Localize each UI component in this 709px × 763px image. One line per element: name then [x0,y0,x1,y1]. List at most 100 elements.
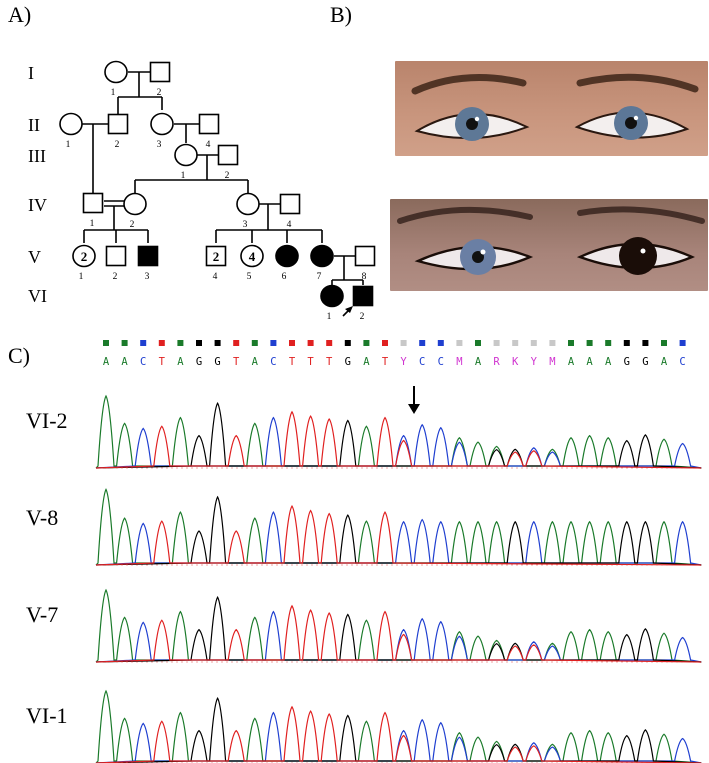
individual-number: 1 [90,219,95,229]
quality-marker [456,340,462,346]
individual-number: 2 [360,312,365,322]
mutation-arrow [408,386,420,414]
quality-marker [419,340,425,346]
base-call: Y [400,356,407,368]
quality-marker [587,340,593,346]
pedigree-individual-V-3 [139,247,158,266]
pedigree-individual-V-6 [276,246,298,267]
base-call: T [159,356,166,368]
quality-marker [159,340,165,346]
individual-number: 1 [327,312,332,322]
pedigree-individual-V-7 [311,246,333,267]
pedigree-individual-III-1 [175,145,197,166]
individual-number: 3 [157,140,162,150]
quality-marker [494,340,500,346]
quality-marker [549,340,555,346]
individual-number: 1 [181,171,186,181]
base-call: A [177,356,184,368]
individual-number: 2 [157,88,162,98]
trace-G [96,698,701,763]
pedigree-individual-IV-4 [281,195,300,214]
base-call: R [493,356,500,368]
base-call: A [605,356,612,368]
pedigree-individual-II-1 [60,114,82,135]
individual-number: 2 [115,140,120,150]
quality-marker [196,340,202,346]
generation-label: II [28,115,40,135]
quality-marker [363,340,369,346]
quality-marker [642,340,648,346]
trace-label: VI-2 [26,408,68,433]
quality-marker [233,340,239,346]
generation-label: I [28,63,34,83]
individual-number: 7 [317,272,322,282]
sequence-header: AACTAGGTACTTTGATYCCMARKYMAAAGGAC [103,340,686,368]
sibship-count: 4 [249,249,256,264]
sibship-count: 2 [81,249,88,264]
base-call: A [103,356,110,368]
individual-number: 2 [130,220,135,230]
quality-marker [308,340,314,346]
base-call: A [121,356,128,368]
individual-number: 2 [113,272,118,282]
trace-A [96,396,701,468]
trace-G [96,403,701,468]
generation-label: IV [28,195,47,215]
base-call: G [345,356,351,368]
quality-marker [382,340,388,346]
base-call: G [214,356,220,368]
individual-number: 8 [362,272,367,282]
quality-marker [568,340,574,346]
individual-number: 1 [111,88,116,98]
quality-marker [401,340,407,346]
base-call: Y [531,356,538,368]
quality-marker [661,340,667,346]
generation-label: V [28,247,41,267]
individual-number: 5 [247,272,252,282]
quality-marker [438,340,444,346]
base-call: C [270,356,276,368]
quality-marker [289,340,295,346]
pedigree-individual-VI-1 [321,286,343,307]
pedigree-individual-II-2 [109,115,128,134]
quality-marker [252,340,258,346]
trace-G [96,597,701,662]
quality-marker [345,340,351,346]
quality-marker [140,340,146,346]
eye-photo-top [395,61,708,156]
eye-photo-bottom-image [390,199,708,291]
quality-marker [475,340,481,346]
base-call: A [363,356,370,368]
quality-marker [177,340,183,346]
pedigree-individual-V-2 [107,247,126,266]
pedigree-individual-II-3 [151,114,173,135]
quality-marker [605,340,611,346]
eye-photo-bottom [390,199,708,291]
trace-A [96,489,701,565]
pedigree-individual-IV-2 [124,194,146,215]
base-call: A [475,356,482,368]
individual-number: 1 [79,272,84,282]
pedigree-individual-I-1 [105,62,127,83]
base-call: C [438,356,444,368]
individual-number: 1 [66,140,71,150]
base-call: M [456,356,462,368]
base-call: M [549,356,555,368]
iris-bottom-right [619,237,657,275]
trace-A [96,691,701,763]
quality-marker [103,340,109,346]
individual-number: 6 [282,272,287,282]
pedigree-individual-IV-3 [237,194,259,215]
base-call: A [661,356,668,368]
base-call: G [642,356,648,368]
eye-photo-top-image [395,61,708,156]
individual-number: 4 [287,220,292,230]
trace-A [96,590,701,662]
base-call: G [196,356,202,368]
quality-marker [270,340,276,346]
base-call: T [233,356,240,368]
